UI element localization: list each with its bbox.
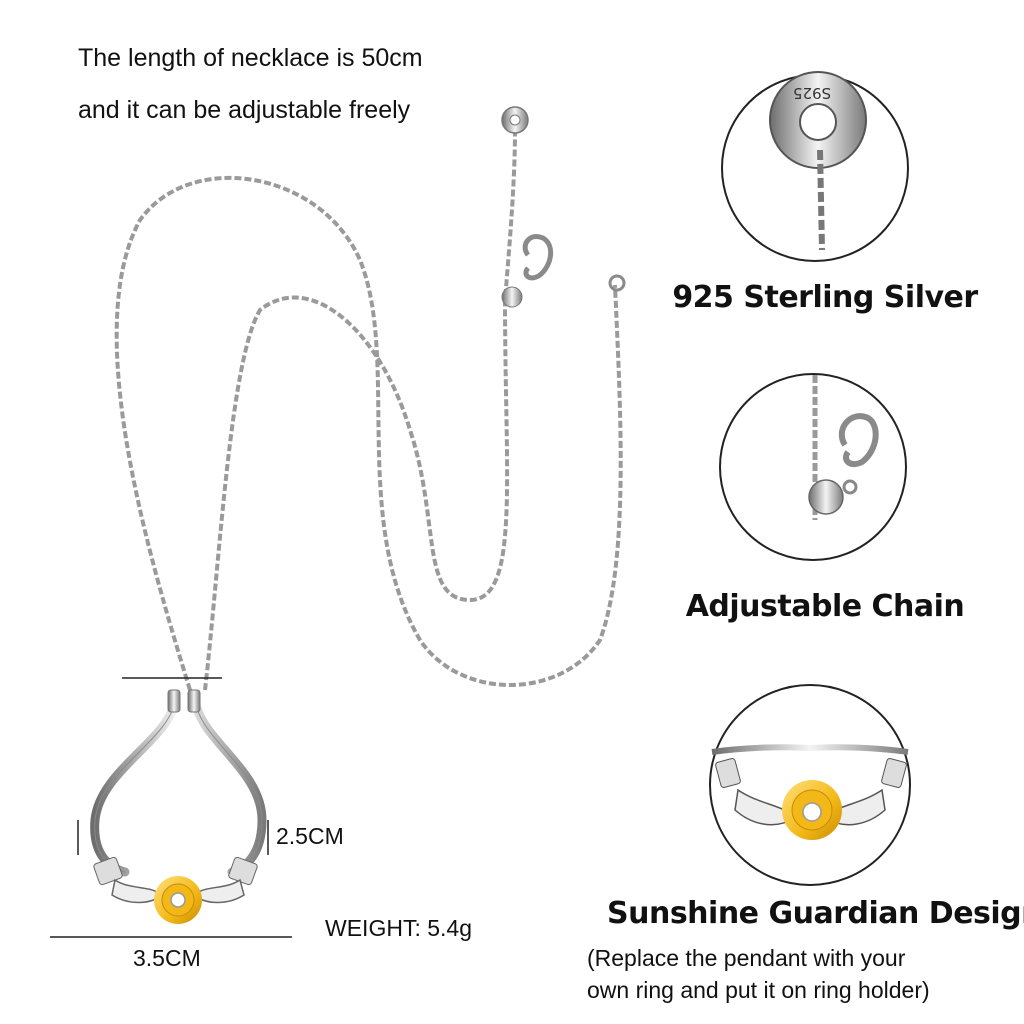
headline-line-1: The length of necklace is 50cm [78, 44, 423, 72]
pendant-frame [90, 695, 267, 877]
weight-label: WEIGHT: 5.4g [325, 915, 472, 941]
lobster-clasp [522, 234, 553, 281]
s925-stamp: S925 [793, 84, 832, 102]
chain-inner [203, 129, 517, 691]
headline-line-2: and it can be adjustable freely [78, 96, 411, 124]
width-label: 3.5CM [133, 945, 201, 971]
height-label: 2.5CM [276, 823, 344, 849]
feature-label-chain: Adjustable Chain [685, 589, 965, 624]
chain-outer [114, 175, 623, 691]
note-line-1: (Replace the pendant with your [587, 945, 906, 971]
note-line-2: own ring and put it on ring holder) [587, 977, 930, 1003]
feature-circle-3 [709, 684, 911, 886]
slider-bead [501, 286, 523, 308]
feature-label-design: Sunshine Guardian Design [607, 896, 1024, 931]
feature-circle-2 [719, 373, 907, 561]
chain-end-ring [608, 274, 626, 292]
feature-circle-1 [721, 71, 909, 262]
feature-label-silver: 925 Sterling Silver [672, 280, 978, 315]
sunflower-icon [154, 876, 202, 924]
